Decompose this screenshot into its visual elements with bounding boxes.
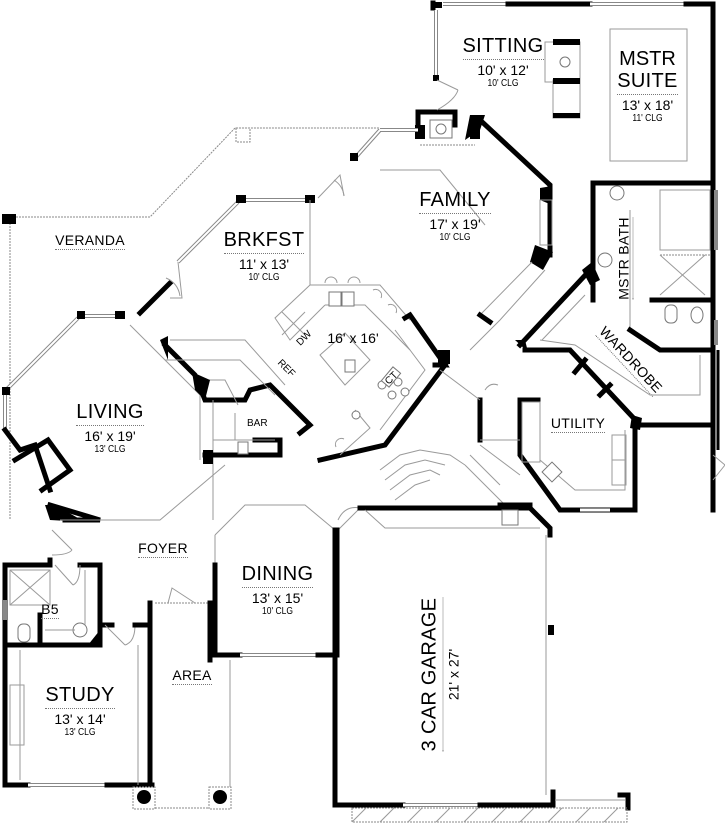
room-family: FAMILY 17' x 19' 10' CLG [400, 190, 510, 243]
stairs [379, 369, 533, 508]
room-study: STUDY 13' x 14' 13' CLG [30, 685, 130, 738]
room-name: SITTING [462, 36, 544, 60]
room-dimensions: 11' x 13' [238, 256, 290, 272]
room-ceiling: 11' CLG [632, 113, 663, 124]
room-living: LIVING 16' x 19' 13' CLG [60, 402, 160, 455]
room-name: 3 CAR GARAGE [419, 597, 444, 752]
room-ceiling: 13' CLG [64, 727, 96, 738]
room-dimensions: 16' x 19' [84, 428, 136, 444]
room-name: BRKFST [223, 230, 305, 254]
room-garage: 3 CAR GARAGE 21' x 27' [419, 590, 462, 760]
room-ceiling: 10' CLG [262, 606, 293, 617]
room-utility: UTILITY [543, 416, 613, 433]
room-veranda: VERANDA [40, 233, 140, 250]
room-name: LIVING [76, 402, 144, 426]
master-suite-walls [430, 0, 716, 183]
room-name: MSTR BATH [615, 217, 634, 300]
veranda-outline [2, 127, 380, 520]
room-dimensions: 13' x 18' [621, 97, 674, 113]
room-mstr-bath: MSTR BATH [615, 214, 634, 304]
driveway-hatch [351, 807, 619, 823]
utility-walls [517, 397, 638, 513]
room-foyer: FOYER [128, 541, 198, 558]
room-name: VERANDA [55, 232, 125, 250]
room-ceiling: 13' CLG [94, 444, 126, 455]
room-kitchen: 16' x 16' [318, 331, 388, 347]
living-walls [1, 324, 226, 523]
room-brkfst: BRKFST 11' x 13' 10' CLG [214, 230, 314, 283]
family-walls [309, 109, 553, 351]
room-dimensions: 17' x 19' [429, 216, 481, 232]
wardrobe-walls [515, 262, 725, 513]
room-area: AREA [162, 668, 222, 685]
room-name: B5 [41, 601, 59, 619]
room-ceiling: 10' CLG [248, 272, 280, 283]
room-name-line2: SUITE [617, 71, 678, 95]
room-dining: DINING 13' x 15' 10' CLG [225, 564, 330, 617]
room-ceiling: 10' CLG [487, 78, 519, 89]
kitchen [274, 210, 450, 463]
room-dimensions: 10' x 12' [477, 62, 529, 78]
room-name: DINING [241, 564, 314, 588]
breakfast-bay-windows [2, 128, 382, 430]
room-name: FOYER [138, 540, 188, 558]
room-bar: BAR [247, 418, 268, 429]
room-dimensions: 16' x 16' [327, 330, 379, 346]
room-name: STUDY [45, 685, 115, 709]
room-b5: B5 [32, 602, 68, 619]
room-name: UTILITY [550, 415, 606, 433]
study-walls [2, 642, 232, 810]
garage-walls [332, 505, 631, 823]
room-dimensions: 21' x 27' [445, 648, 462, 701]
room-mstr-suite: MSTR SUITE 13' x 18' 11' CLG [605, 49, 690, 124]
foyer-b5-walls [2, 529, 208, 788]
room-dimensions: 13' x 15' [251, 590, 304, 606]
room-sitting: SITTING 10' x 12' 10' CLG [448, 36, 558, 89]
room-ceiling: 10' CLG [439, 232, 471, 243]
room-name-line1: MSTR [619, 48, 676, 70]
room-name: FAMILY [419, 190, 491, 214]
room-name: AREA [172, 667, 212, 685]
master-bath-walls [590, 180, 718, 353]
room-dimensions: 13' x 14' [54, 711, 106, 727]
bar-area [160, 336, 314, 520]
